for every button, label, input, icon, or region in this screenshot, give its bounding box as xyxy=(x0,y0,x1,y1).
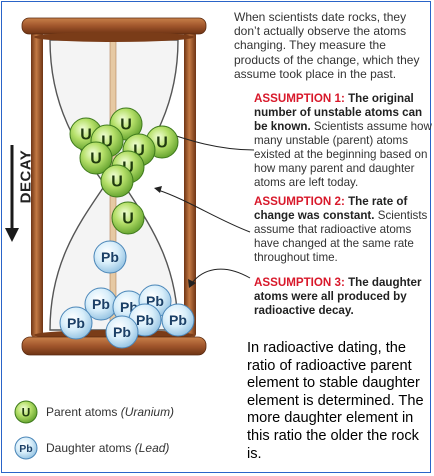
legend-daughter-name: (Lead) xyxy=(134,441,170,455)
hourglass-post-right xyxy=(184,32,196,337)
assumption-2-claim: The rate of change was constant. xyxy=(254,195,408,222)
lead-atom: Pb xyxy=(84,287,118,321)
assumption-2: ASSUMPTION 2: The rate of change was con… xyxy=(254,195,432,265)
uranium-atom-icon: U xyxy=(14,400,38,424)
uranium-symbol: U xyxy=(122,160,134,177)
lead-symbol: Pb xyxy=(101,249,119,265)
legend-parent-label: Parent atoms xyxy=(46,405,118,419)
intro-text: When scientists date rocks, they don’t a… xyxy=(234,10,420,81)
legend-daughter: Pb Daughter atoms (Lead) xyxy=(14,436,169,460)
lead-atom-icon: Pb xyxy=(14,436,38,460)
lead-symbol: Pb xyxy=(136,312,154,328)
lead-atom: Pb xyxy=(105,315,139,349)
lead-atom: Pb xyxy=(161,303,195,337)
decay-arrow-head xyxy=(5,228,19,242)
pointer-assumption-2 xyxy=(157,189,251,233)
uranium-symbol: U xyxy=(120,117,132,134)
legend-u-symbol: U xyxy=(22,406,31,420)
assumption-1: ASSUMPTION 1: The original number of uns… xyxy=(254,92,432,190)
lead-atom: Pb xyxy=(93,240,127,274)
legend-daughter-label: Daughter atoms xyxy=(46,441,132,455)
assumption-1-text: Scientists assume how many unstable (par… xyxy=(254,120,432,189)
uranium-symbol: U xyxy=(80,127,92,144)
assumption-1-title: ASSUMPTION 1: xyxy=(254,92,345,105)
lead-symbol: Pb xyxy=(169,312,187,328)
assumption-2-title: ASSUMPTION 2: xyxy=(254,195,345,208)
assumption-3: ASSUMPTION 3: The daughter atoms were al… xyxy=(254,276,432,318)
assumption-2-text: Scientists assume that radioactive atoms… xyxy=(254,209,428,264)
assumption-3-title: ASSUMPTION 3: xyxy=(254,276,345,289)
uranium-atom: U xyxy=(111,201,145,235)
hourglass-post-left xyxy=(31,32,43,337)
legend-pb-symbol: Pb xyxy=(19,443,32,455)
pointer-assumption-3 xyxy=(191,268,251,284)
pointer-2-head xyxy=(154,186,162,193)
hourglass-top-rim xyxy=(34,32,194,42)
decay-label: DECAY xyxy=(17,149,35,204)
uranium-symbol: U xyxy=(111,174,123,191)
uranium-symbol: U xyxy=(156,135,168,152)
summary-text: In radioactive dating, the ratio of radi… xyxy=(247,340,424,462)
lead-atom: Pb xyxy=(59,306,93,340)
pointer-3-head xyxy=(188,279,196,288)
uranium-atom: U xyxy=(79,141,113,175)
assumption-3-claim: The daughter atoms were all produced by … xyxy=(254,276,422,317)
lead-symbol: Pb xyxy=(113,324,131,340)
uranium-symbol: U xyxy=(101,134,113,151)
uranium-atom: U xyxy=(100,164,134,198)
uranium-symbol: U xyxy=(133,143,145,160)
assumption-1-claim: The original number of unstable atoms ca… xyxy=(254,92,423,133)
lead-symbol: Pb xyxy=(92,296,110,312)
legend-parent: U Parent atoms (Uranium) xyxy=(14,400,174,424)
hourglass-top-cap xyxy=(21,17,207,35)
uranium-symbol: U xyxy=(90,151,102,168)
legend-parent-name: (Uranium) xyxy=(120,405,175,419)
uranium-symbol: U xyxy=(122,211,134,228)
lead-symbol: Pb xyxy=(67,315,85,331)
